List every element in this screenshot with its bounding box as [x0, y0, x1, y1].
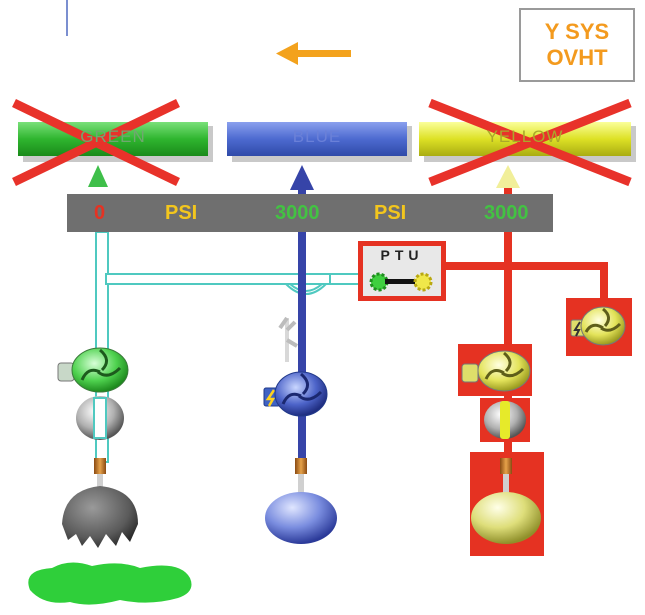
yellow-reservoir [470, 452, 544, 556]
warning-line-1: Y SYS [544, 19, 610, 44]
green-system-label: GREEN [80, 127, 146, 146]
pressure-bar [67, 194, 553, 232]
arrow-left-icon [276, 42, 351, 65]
yellow-flow-arrow-icon [496, 165, 520, 188]
warning-line-2: OVHT [546, 45, 608, 70]
ptu-box: PTU [358, 241, 446, 301]
green-line-pipe [95, 231, 361, 463]
ptu-label: PTU [380, 247, 424, 263]
ptu-gear-icon [369, 272, 433, 292]
green-engine-pump [57, 347, 129, 393]
psi-unit-label: PSI [165, 202, 198, 224]
green-pressure-value: 0 [94, 202, 106, 224]
yellow-pressure-value: 3000 [484, 202, 529, 224]
green-reservoir [62, 458, 138, 548]
yellow-electric-pump [566, 298, 632, 356]
red-x-icon [428, 98, 632, 187]
warning-box: Y SYS OVHT [519, 8, 635, 82]
yellow-valve [480, 398, 530, 442]
psi-unit-label: PSI [374, 202, 407, 224]
ram-air-turbine-icon [278, 316, 299, 362]
blue-pressure-value: 3000 [275, 202, 320, 224]
blue-line-pipe [298, 176, 306, 466]
fluid-leak [28, 562, 192, 605]
blue-system-label: BLUE [292, 127, 342, 146]
blue-flow-arrow-icon [290, 165, 314, 190]
yellow-engine-pump [458, 344, 532, 396]
yellow-system-label: YELLOW [486, 127, 564, 146]
blue-system-bar [227, 122, 407, 156]
green-flow-arrow-icon [88, 165, 108, 187]
yellow-line-pipe [440, 176, 608, 476]
divider-line [66, 0, 68, 36]
blue-electric-pump [263, 371, 328, 417]
blue-reservoir [265, 458, 337, 544]
green-valve [76, 396, 124, 440]
red-x-icon [12, 98, 180, 187]
